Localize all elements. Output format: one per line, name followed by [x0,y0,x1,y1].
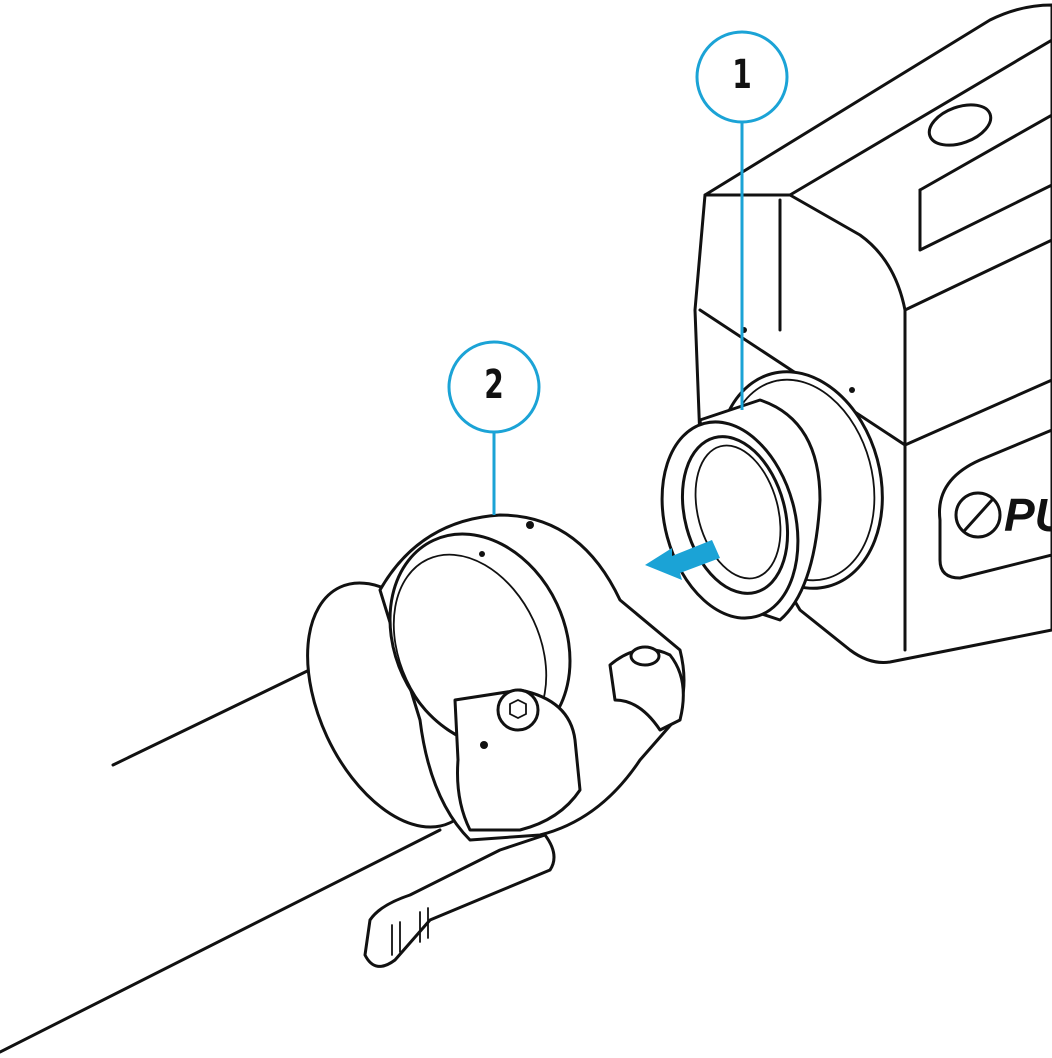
callout-1-label: 1 [732,52,752,98]
device-lens-adapter [660,370,884,622]
callout-1 [695,30,789,410]
callout-2-label: 2 [484,362,504,408]
detach-arrow-icon [645,540,720,580]
scope-mount-ring [306,513,686,968]
brand-logo: PU [1004,489,1052,541]
callout-2 [447,340,541,515]
scope-tube [0,658,442,1054]
